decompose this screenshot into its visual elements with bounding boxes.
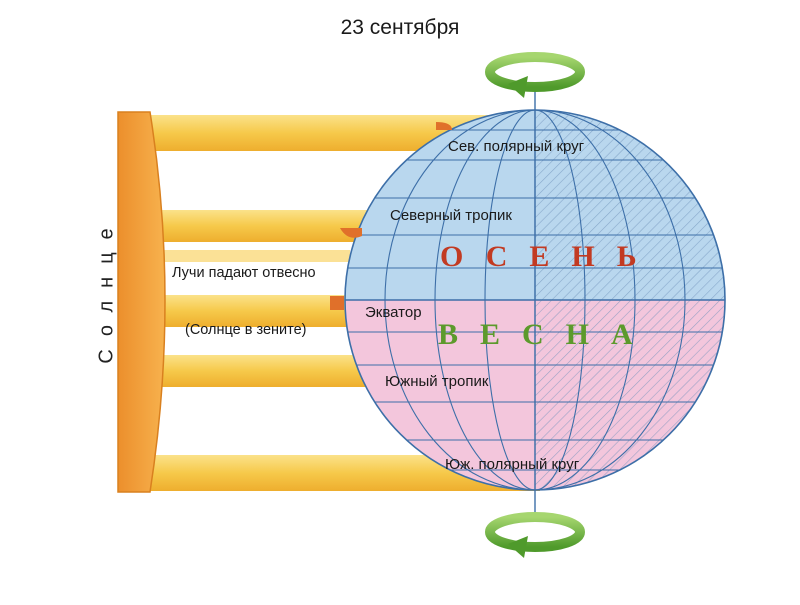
sun-label-text: Солнце xyxy=(95,215,118,364)
marker-equator xyxy=(330,296,344,310)
rotation-arrow-bottom-icon xyxy=(485,512,585,558)
label-sun-at-zenith: (Солнце в зените) xyxy=(185,322,307,338)
season-southern: ВЕСНА xyxy=(438,318,655,351)
label-rays-vertical: Лучи падают отвесно xyxy=(172,265,316,281)
marker-tropic xyxy=(340,228,362,238)
marker-north-polar xyxy=(436,122,452,130)
label-south-polar-circle: Юж. полярный круг xyxy=(445,456,580,473)
label-equator: Экватор xyxy=(365,304,422,321)
sun-ray xyxy=(150,295,350,327)
label-tropic-of-capricorn: Южный тропик xyxy=(385,373,489,390)
sun-ray-highlight xyxy=(150,250,350,262)
label-tropic-of-cancer: Северный тропик xyxy=(390,207,512,224)
date-title: 23 сентября xyxy=(340,16,460,39)
sun-body xyxy=(117,111,166,493)
ray-markers xyxy=(330,122,452,310)
sun-ray xyxy=(150,355,380,387)
season-northern: ОСЕНЬ xyxy=(440,240,659,273)
label-north-polar-circle: Сев. полярный круг xyxy=(448,138,585,155)
rotation-arrow-top-icon xyxy=(485,52,585,98)
